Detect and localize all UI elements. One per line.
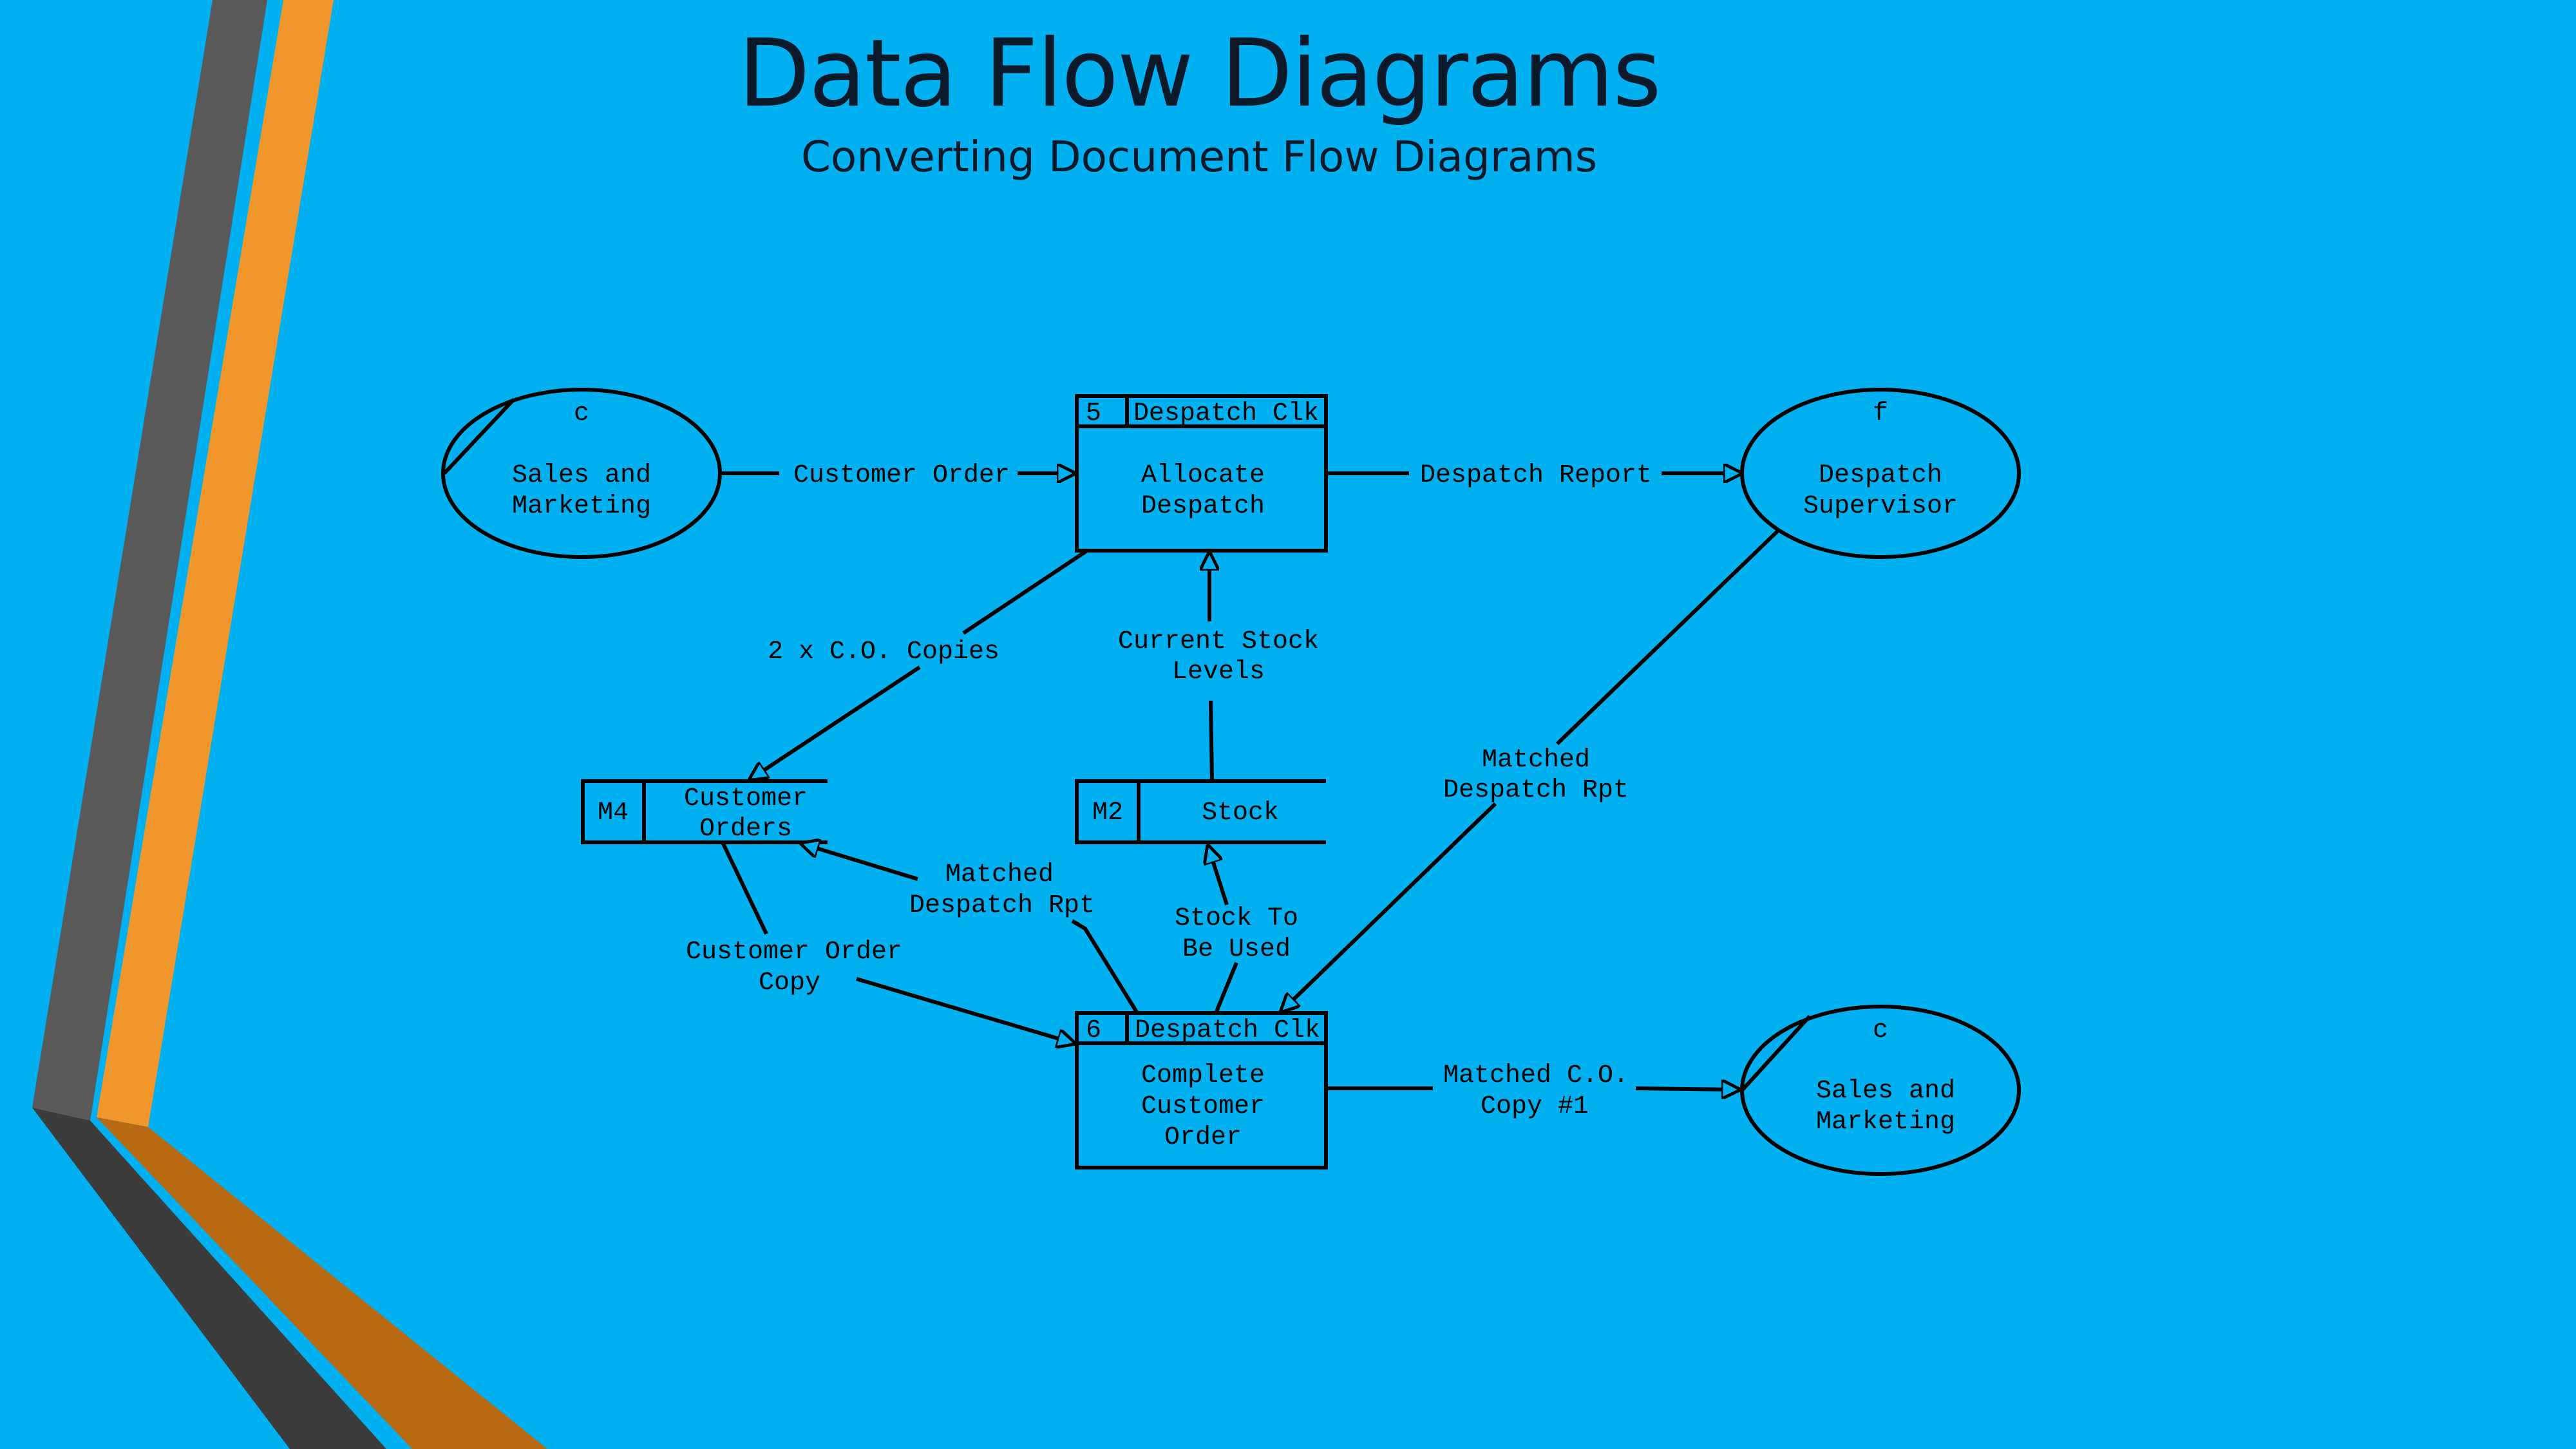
process-name-line2: Despatch — [1141, 492, 1265, 521]
entity-name-line1: Sales and — [512, 461, 651, 490]
flow-label-line2: Despatch Rpt — [1443, 776, 1629, 805]
process-location: Despatch Clk — [1133, 399, 1319, 428]
entity-name-line1: Despatch — [1819, 461, 1942, 490]
store-name-line1: Customer — [684, 784, 808, 813]
stripe-dark-gray — [32, 1108, 386, 1449]
flow-matched-co-copy: Matched C.O. Copy #1 — [1326, 1061, 1739, 1121]
flow-label-line1: Matched — [945, 860, 1054, 889]
process-name-line1: Allocate — [1141, 461, 1265, 490]
process-name-line2: Customer — [1141, 1092, 1265, 1121]
process-name-line1: Complete — [1141, 1061, 1265, 1090]
flow-current-stock-levels: Current Stock Levels — [1118, 553, 1319, 782]
entity-name-line2: Supervisor — [1803, 492, 1958, 521]
flow-label-line1: Current Stock — [1118, 627, 1319, 656]
entity-despatch-supervisor: f Despatch Supervisor — [1740, 388, 2021, 559]
entity-code: c — [574, 399, 589, 428]
slide-subtitle: Converting Document Flow Diagrams — [800, 132, 1598, 182]
stripe-orange — [97, 0, 334, 1127]
process-id: 6 — [1086, 1016, 1101, 1045]
process-location: Despatch Clk — [1135, 1016, 1320, 1045]
entity-code: c — [1873, 1016, 1888, 1045]
flow-label-line1: Matched — [1482, 746, 1590, 775]
flow-label-line2: Copy — [759, 969, 820, 998]
flow-label: Despatch Report — [1420, 461, 1652, 490]
flow-customer-order-copy: Customer Order Copy — [686, 841, 1074, 1043]
flow-label-line2: Despatch Rpt — [909, 891, 1095, 920]
flow-label-line1: Stock To — [1175, 904, 1298, 933]
store-stock: M2 Stock — [1075, 779, 1326, 844]
flow-stock-to-be-used: Stock To Be Used — [1175, 846, 1298, 1014]
flow-label-line2: Levels — [1172, 658, 1265, 687]
process-id: 5 — [1086, 399, 1101, 428]
entity-sales-marketing-bottom: c Sales and Marketing — [1740, 1005, 2021, 1176]
stripe-dark-orange — [97, 1117, 547, 1449]
entity-name-line1: Sales and — [1816, 1077, 1955, 1106]
process-allocate-despatch: 5 Despatch Clk Allocate Despatch — [1075, 394, 1328, 553]
store-id: M2 — [1092, 799, 1123, 828]
flow-label-line2: Be Used — [1182, 935, 1291, 964]
stripe-gray — [32, 0, 267, 1121]
flow-despatch-report: Despatch Report — [1326, 461, 1741, 490]
flow-label-line1: Customer Order — [686, 938, 902, 967]
process-name-line3: Order — [1164, 1123, 1242, 1152]
flow-label: 2 x C.O. Copies — [768, 638, 999, 667]
store-name: Stock — [1202, 799, 1279, 828]
slide-title: Data Flow Diagrams — [738, 19, 1662, 128]
process-complete-customer-order: 6 Despatch Clk Complete Customer Order — [1075, 1011, 1328, 1170]
flow-co-copies: 2 x C.O. Copies — [750, 549, 1088, 779]
flow-customer-order: Customer Order — [720, 461, 1074, 490]
entity-sales-marketing-top: c Sales and Marketing — [441, 388, 722, 559]
store-id: M4 — [598, 799, 629, 828]
flow-label-line1: Matched C.O. — [1443, 1061, 1629, 1090]
flow-matched-despatch-rpt-left: Matched Despatch Rpt — [802, 844, 1139, 1014]
store-customer-orders: M4 Customer Orders — [581, 779, 828, 844]
store-name-line2: Orders — [699, 815, 792, 844]
entity-name-line2: Marketing — [512, 492, 651, 521]
entity-code: f — [1873, 399, 1888, 428]
flow-matched-despatch-rpt-right: Matched Despatch Rpt — [1282, 529, 1779, 1011]
entity-name-line2: Marketing — [1816, 1108, 1955, 1137]
flow-label-line2: Copy #1 — [1481, 1092, 1589, 1121]
flow-label: Customer Order — [793, 461, 1010, 490]
